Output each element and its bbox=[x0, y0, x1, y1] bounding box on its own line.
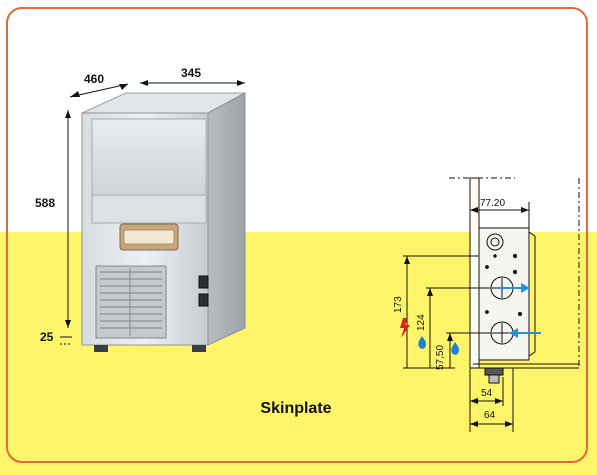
switch-top bbox=[198, 275, 209, 289]
panel-frame bbox=[6, 7, 588, 463]
water-drop-icon-2 bbox=[451, 342, 459, 355]
connection-section-drawing bbox=[400, 177, 580, 432]
drain-height-label: 57,50 bbox=[435, 344, 446, 370]
power-height-label: 173 bbox=[393, 296, 404, 313]
water-drop-icon bbox=[418, 336, 426, 349]
water-inlet-height-label: 124 bbox=[416, 314, 427, 331]
depth-dimension-label: 460 bbox=[84, 72, 105, 86]
model-caption: Skinplate bbox=[260, 400, 332, 417]
inner-width-label: 54 bbox=[481, 388, 493, 399]
feet-dimension-label: 25 bbox=[40, 330, 54, 344]
vent-grille bbox=[95, 265, 167, 339]
switch-bottom bbox=[198, 293, 209, 307]
machine-door bbox=[91, 118, 207, 196]
drain-arrow-icon bbox=[509, 328, 541, 338]
dimension-depth bbox=[69, 83, 129, 98]
dimension-height bbox=[60, 110, 72, 345]
rear-panel bbox=[478, 227, 530, 361]
width-dimension-label: 345 bbox=[181, 66, 202, 80]
ice-machine-illustration bbox=[60, 80, 246, 352]
machine-side bbox=[207, 92, 246, 346]
wall bbox=[469, 177, 480, 369]
top-offset-label: 77.20 bbox=[480, 198, 506, 209]
dimension-width bbox=[140, 80, 245, 86]
height-dimension-label: 588 bbox=[35, 196, 56, 210]
water-inlet-arrow-icon bbox=[498, 283, 530, 293]
outer-width-label: 64 bbox=[484, 410, 496, 421]
power-lightning-icon bbox=[400, 318, 410, 338]
power-connection bbox=[486, 233, 504, 251]
